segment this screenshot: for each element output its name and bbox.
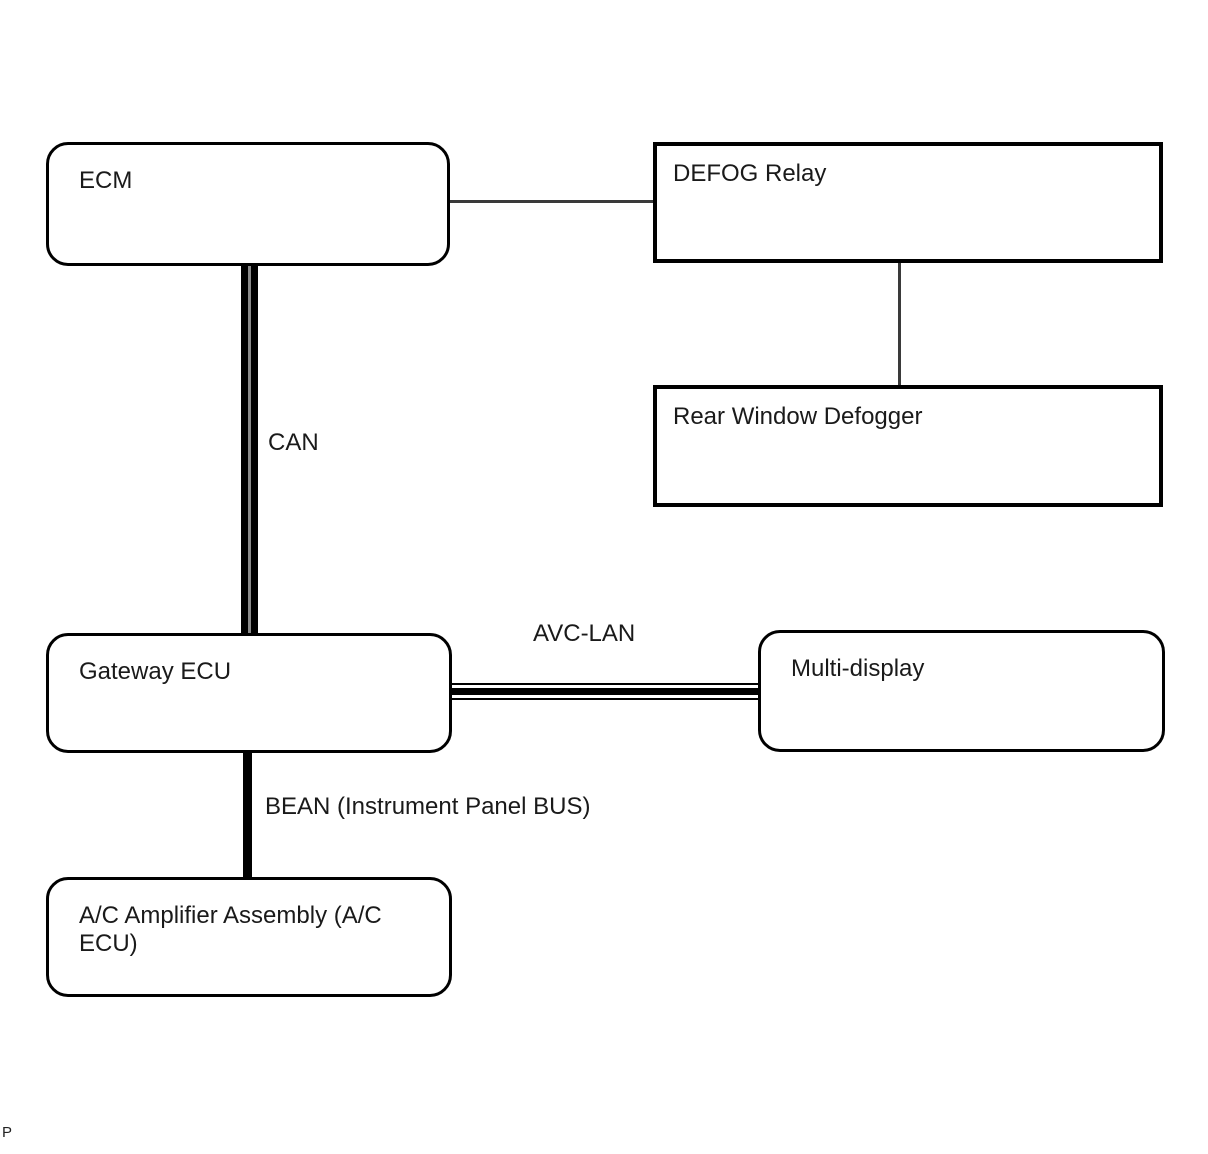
edge-can-bus-ecm-to-gateway — [241, 266, 258, 633]
node-ac-amplifier-label: A/C Amplifier Assembly (A/C ECU) — [79, 902, 382, 957]
node-multi-display-label: Multi-display — [791, 655, 925, 682]
edge-avc-lan-gateway-to-multi-display — [452, 683, 758, 700]
node-ecm: ECM — [46, 142, 450, 266]
node-defog-relay: DEFOG Relay — [653, 142, 1163, 263]
node-gateway-ecu-label: Gateway ECU — [79, 658, 232, 685]
node-multi-display: Multi-display — [758, 630, 1165, 752]
bus-label-avc-lan: AVC-LAN — [533, 620, 636, 647]
page-marker: P — [2, 1124, 13, 1141]
node-gateway-ecu: Gateway ECU — [46, 633, 452, 753]
node-ac-amplifier: A/C Amplifier Assembly (A/C ECU) — [46, 877, 452, 997]
edge-bean-gateway-to-ac-amplifier — [243, 753, 252, 877]
bus-label-bean: BEAN (Instrument Panel BUS) — [265, 793, 591, 820]
node-rear-window-defogger-label: Rear Window Defogger — [673, 403, 923, 430]
node-ecm-label: ECM — [79, 167, 133, 194]
edge-defog-relay-to-rear-window-defogger — [898, 263, 901, 385]
bus-label-can: CAN — [268, 429, 319, 456]
edge-ecm-to-defog-relay — [450, 200, 653, 203]
node-defog-relay-label: DEFOG Relay — [673, 160, 827, 187]
avc-lan-line-core — [452, 688, 758, 695]
node-rear-window-defogger: Rear Window Defogger — [653, 385, 1163, 507]
